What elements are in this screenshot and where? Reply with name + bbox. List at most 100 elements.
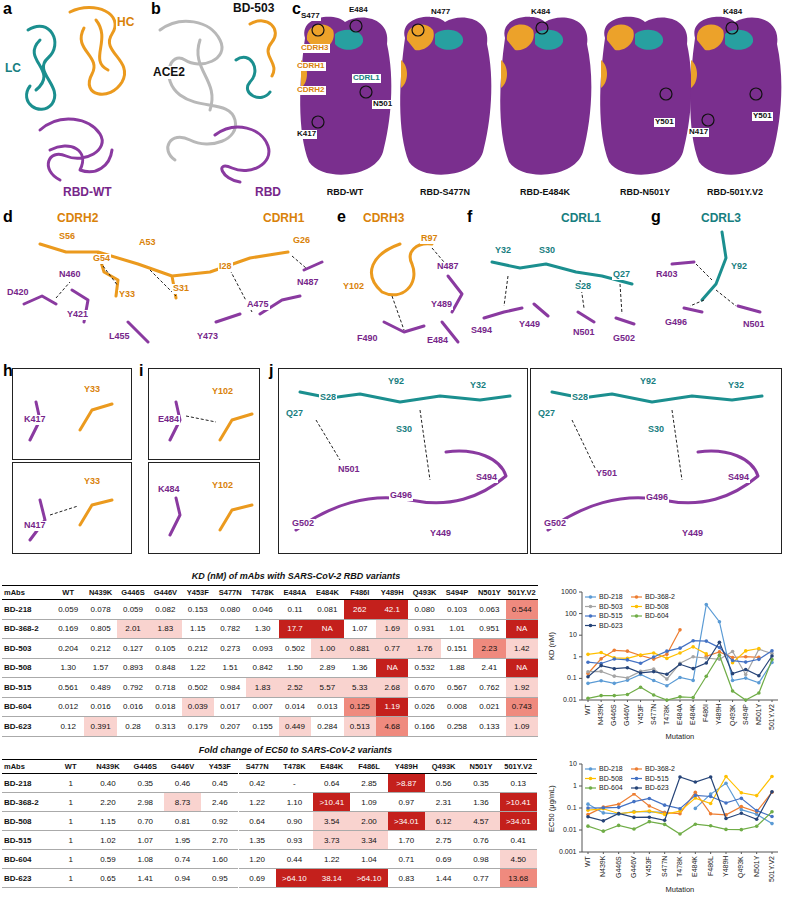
legend-label: BD-368-2 [644,593,676,601]
data-point [586,682,590,686]
table-cell: 17.7 [279,620,311,640]
table-cell: 1 [52,831,89,850]
table-cell: 0.11 [279,600,311,620]
table-cell: 0.13 [500,774,537,793]
table-cell: 0.98 [462,850,499,869]
table-header: Y489H [388,759,425,774]
table-cell: 1.02 [89,831,126,850]
table-cell: 0.059 [52,600,84,620]
panel-letter: j [268,362,274,380]
rbd-surface [300,17,391,175]
table-cell: 0.743 [506,698,538,718]
tick-label: 0.01 [562,826,578,834]
table-cell: 1.22 [182,659,214,679]
data-point [612,674,616,678]
table-header: T478K [276,759,313,774]
data-point [612,694,616,698]
table-cell: 13.68 [500,869,537,888]
table-cell: 0.83 [388,869,425,888]
data-point [678,628,682,632]
residue-label: Y92 [730,262,748,272]
table-cell: 0.40 [89,774,126,793]
legend-sample [589,614,593,618]
table-cell: 0.212 [182,639,214,659]
data-point [770,649,774,653]
table-cell: 1.51 [214,659,246,679]
table-cell: 0.59 [89,850,126,869]
tick-label: N439K [597,703,605,726]
data-point [665,698,669,702]
tick-label: N501Y [753,855,761,878]
h-bond [504,276,622,314]
residue-label: G54 [92,254,111,264]
h-bonds [50,248,736,515]
data-point [632,810,636,814]
table-cell: 0.021 [473,698,505,718]
table-cell: 1.15 [182,620,214,640]
legend-ground [584,764,598,774]
table-cell: 2.89 [311,659,343,679]
data-point [678,832,682,836]
data-line [588,777,772,821]
residue-label: Y473 [196,332,219,342]
data-point [757,674,761,678]
table-cell: 2.01 [117,620,149,640]
data-point [755,809,759,813]
table-cell: 1.10 [276,793,313,812]
table-cell: 0.90 [276,812,313,831]
tick-label: Q493K [737,855,745,879]
stick [702,232,726,300]
data-point [617,812,621,816]
residue-label: Q27 [612,270,631,280]
residue-label: S30 [647,425,665,435]
tick-label: F486L [707,855,715,877]
table-header: T478K [246,585,278,600]
residue-label: N501 [572,328,596,338]
table-cell: 4.57 [462,812,499,831]
data-point [731,672,735,676]
table-header: S494P [441,585,473,600]
table-cell: 0.080 [408,600,440,620]
tick-mark [579,613,582,614]
residue-label: F490 [356,334,379,344]
table-cell: 0.063 [473,600,505,620]
table-header: G446V [149,585,181,600]
data-point [709,802,713,806]
site-circles [312,20,762,128]
table-cell: 0.179 [182,717,214,737]
tick-label: Y489H [722,855,730,878]
residue-label: N487 [436,262,460,272]
data-point [639,661,643,665]
table-cell: NA [376,659,408,679]
table-cell: BD-515 [2,831,52,850]
data-point [602,806,606,810]
epitope-patch [691,25,724,88]
data-point [639,685,643,689]
residue-label: Y102 [211,481,234,491]
data-point [599,694,603,698]
table-cell: 0.805 [84,620,116,640]
table-cell: 0.313 [149,717,181,737]
chain-label: HC [116,16,135,29]
data-point [740,811,744,815]
tick-label: G446S [615,855,623,879]
table-cell: BD-508 [2,812,52,831]
cdr-label: CDRH2 [56,212,99,225]
table-cell: 0.92 [201,812,238,831]
tick-mark [640,700,641,702]
panel-letter: b [150,0,162,18]
data-point [663,819,667,823]
legend-ground [630,764,644,774]
data-point [612,648,616,652]
data-point [691,679,695,683]
table-cell: 0.77 [376,639,408,659]
tick-mark [579,830,582,831]
data-point [731,650,735,654]
data-point [770,810,774,814]
table-cell: 0.74 [164,850,201,869]
table-cell: 0.46 [164,774,201,793]
stick [80,404,252,530]
table-cell: 2.68 [376,678,408,698]
tick-label: S477N [661,855,669,878]
site-circle [536,22,548,34]
